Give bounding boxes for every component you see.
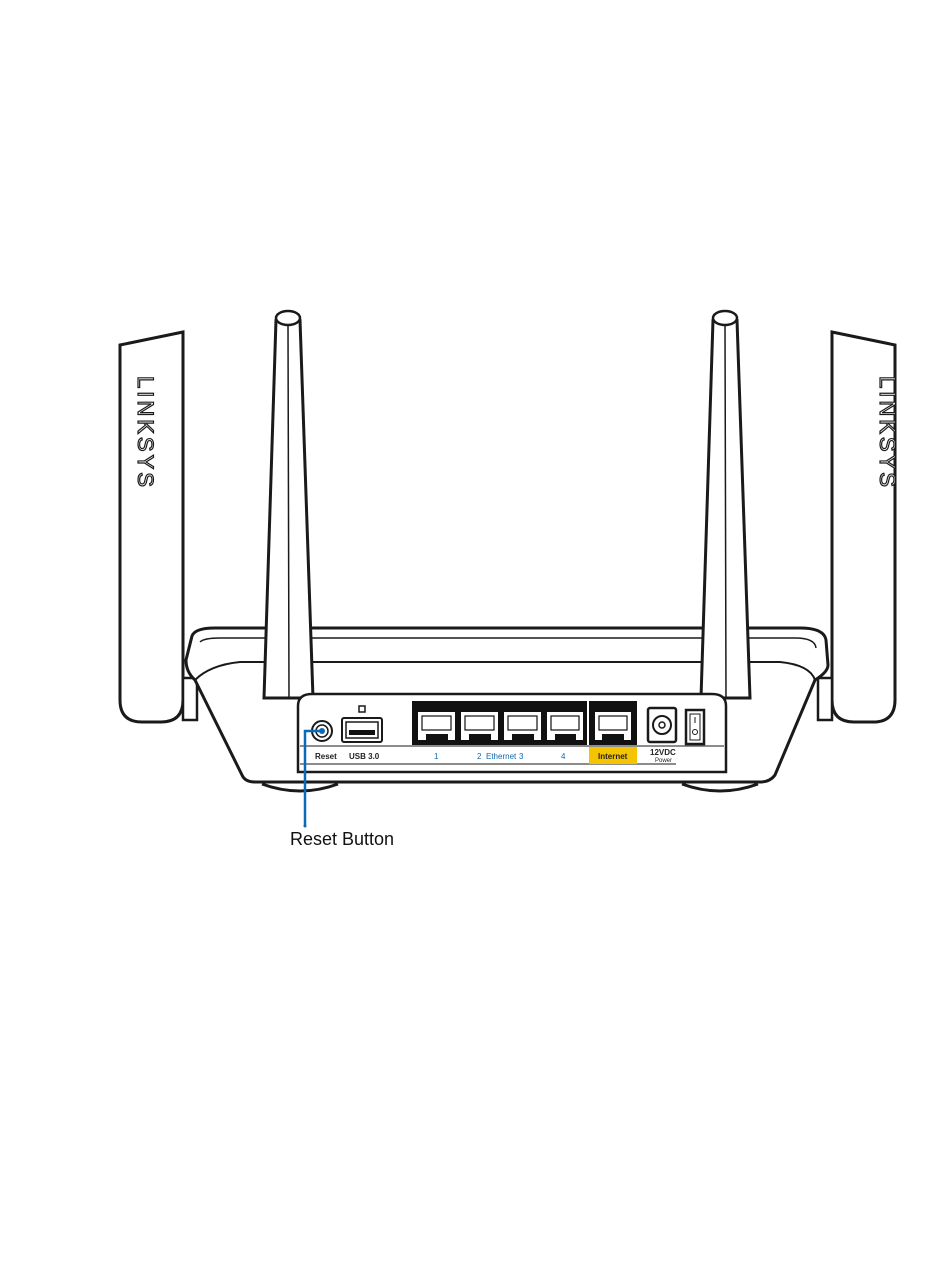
left-stick-antenna: [264, 311, 313, 698]
right-foot: [682, 784, 758, 791]
ethernet-group-label: Ethernet: [486, 752, 517, 761]
right-antenna-hinge: [818, 678, 832, 720]
power-jack: [648, 708, 676, 742]
internet-label: Internet: [598, 752, 628, 761]
reset-label: Reset: [315, 752, 337, 761]
left-paddle-antenna: LINKSYS: [120, 332, 183, 722]
left-foot: [262, 784, 338, 791]
ethernet-3-label: 3: [519, 752, 524, 761]
ethernet-2-label: 2: [477, 752, 482, 761]
power-label: Power: [655, 758, 672, 764]
power-voltage-label: 12VDC: [650, 748, 676, 757]
right-antenna-logo: LINKSYS: [875, 376, 900, 490]
ethernet-4-label: 4: [561, 752, 566, 761]
usb-indicator-icon: [359, 706, 365, 712]
usb-label: USB 3.0: [349, 752, 380, 761]
left-antenna-hinge: [183, 678, 197, 720]
ethernet-port-block: [412, 701, 587, 745]
left-antenna-logo: LINKSYS: [133, 376, 158, 490]
power-switch: [686, 710, 704, 744]
right-paddle-antenna: LINKSYS: [832, 332, 900, 722]
ethernet-1-label: 1: [434, 752, 439, 761]
reset-button-callout-label: Reset Button: [290, 829, 394, 849]
right-stick-antenna: [701, 311, 750, 698]
